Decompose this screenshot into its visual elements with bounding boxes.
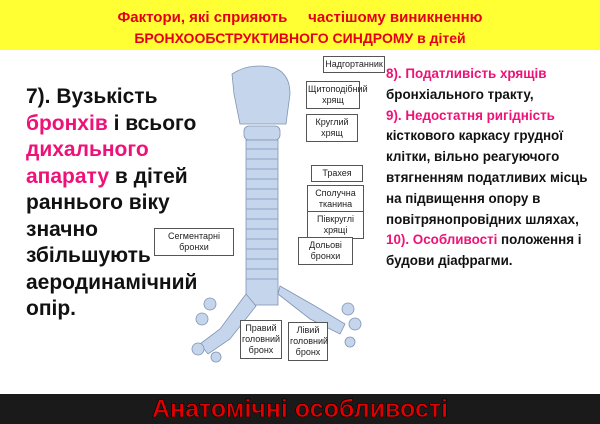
label-segmental-bronchi: Сегментарні бронхи	[154, 228, 234, 256]
label-epiglottis: Надгортанник	[323, 56, 385, 73]
label-trachea: Трахея	[311, 165, 363, 182]
label-semicircular-cartilages: Півкруглі хрящі	[307, 211, 364, 239]
label-thyroid-cartilage: Щитоподібний хрящ	[306, 81, 368, 109]
label-connective-tissue: Сполучна тканина	[307, 185, 364, 213]
slide-header: Фактори, які сприяють частішому виникнен…	[0, 0, 600, 50]
left-text: 7). Вузькість бронхів і всього дихальног…	[26, 84, 226, 323]
text: 7). Вузькість	[26, 85, 158, 108]
item-9-title: 9). Недостатня ригідність	[386, 107, 555, 123]
header-line-2: БРОНХООБСТРУКТИВНОГО СИНДРОМУ в дітей	[134, 30, 466, 46]
item-10-text: положення і будови діафрагми.	[386, 232, 582, 269]
text: і всього	[107, 111, 197, 135]
highlight: бронхів	[26, 111, 108, 135]
header-line-1: Фактори, які сприяють частішому виникнен…	[117, 9, 483, 26]
trachea-diagram: Надгортанник Щитоподібний хрящ Круглий х…	[154, 54, 390, 364]
label-right-main-bronchus: Правий головний бронх	[240, 320, 282, 359]
highlight: дихального апарату	[26, 138, 149, 188]
footer-title: Анатомічні особливості	[151, 395, 449, 424]
trachea-illustration	[191, 65, 362, 363]
text: в дітей раннього віку значно збільшують …	[26, 164, 198, 321]
right-text: 8). Податливість хрящів бронхіального тр…	[386, 64, 600, 272]
item-10-title: 10). Особливості	[386, 232, 498, 248]
slide-footer: Анатомічні особливості	[0, 394, 600, 424]
item-8-text: бронхіального тракту,	[386, 86, 534, 102]
label-left-main-bronchus: Лівий головний бронх	[288, 322, 328, 361]
label-cricoid-cartilage: Круглий хрящ	[306, 114, 358, 142]
label-lobar-bronchi: Дольові бронхи	[298, 237, 353, 265]
item-9-text: кісткового каркасу грудної клітки, вільн…	[386, 128, 588, 227]
item-8-title: 8). Податливість хрящів	[386, 66, 547, 81]
